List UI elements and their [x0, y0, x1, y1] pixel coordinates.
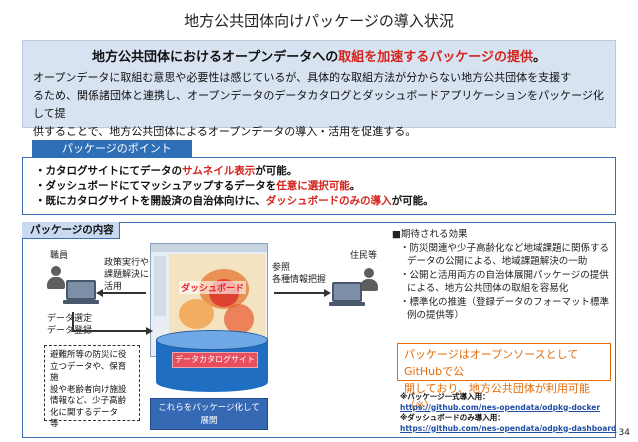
dashboard-label: ダッシュボード [179, 281, 247, 294]
points-box: ・カタログサイトにてデータのサムネイル表示が可能。 ・ダッシュボードにてマッシュ… [22, 157, 616, 215]
points-list: ・カタログサイトにてデータのサムネイル表示が可能。 ・ダッシュボードにてマッシュ… [35, 164, 434, 209]
residents-arrow [274, 292, 326, 294]
lead-box: 地方公共団体におけるオープンデータへの取組を加速するパッケージの提供。 オープン… [22, 40, 616, 138]
dashboard-only-label: ※ダッシュボードのみ導入用： [400, 413, 505, 422]
map-image [169, 254, 265, 344]
staff-arrowhead [96, 289, 103, 297]
staff-label: 職員 [50, 251, 69, 261]
github-note: パッケージはオープンソースとしてGitHubで公 開しており、地方公共団体が利用… [397, 343, 611, 412]
dashboard-only-link[interactable]: https://github.com/nes-opendata/odpkg-da… [400, 423, 617, 433]
data-register-arrow [72, 330, 148, 332]
data-register-arrowhead [146, 327, 153, 335]
package-box: これらをパッケージ化して 展開 [150, 398, 268, 430]
content-tab: パッケージの内容 [22, 222, 120, 239]
lead-heading: 地方公共団体におけるオープンデータへの取組を加速するパッケージの提供。 [23, 46, 615, 65]
data-select-note: データ選定 データ登録 [47, 314, 93, 336]
point-item: ・ダッシュボードにてマッシュアップするデータを任意に選択可能。 [35, 180, 361, 192]
staff-person-icon [47, 266, 65, 289]
catalog-label: データカタログサイト [172, 352, 258, 368]
lead-heading-highlight: 取組を加速するパッケージの提供 [338, 50, 533, 65]
lead-heading-end: 。 [532, 50, 546, 65]
residents-person-icon [360, 268, 378, 291]
residents-arrowhead [324, 289, 331, 297]
page-number: 34 [618, 428, 630, 438]
staff-laptop-icon [63, 280, 99, 304]
residents-laptop-icon [329, 282, 365, 306]
staff-arrow [100, 292, 146, 294]
lead-heading-text: 地方公共団体におけるオープンデータへの [92, 50, 339, 65]
staff-down-line [72, 312, 74, 332]
effects-heading: ■期待される効果 [392, 229, 468, 240]
effect-item: ・公開と活用両方の自治体展開パッケージの提供による、地方公共団体の取組を容易化 [400, 269, 609, 295]
residents-note: 参照 各種情報把握 [272, 263, 327, 285]
lead-line-2: るため、関係諸団体と連携し、オープンデータのデータカタログとダッシュボードアプリ… [33, 89, 604, 120]
slide-title: 地方公共団体向けパッケージの導入状況 [184, 12, 454, 30]
lead-body: オープンデータに取組む意思や必要性は感じているが、具体的な取組方法が分からない地… [33, 69, 611, 141]
screenshot-header [151, 244, 267, 252]
screenshot-sidebar [154, 256, 166, 316]
effect-item: ・防災関連や少子高齢化など地域課題に関係するデータの公開による、地域課題解決の一… [400, 242, 610, 268]
staff-note: 政策実行や 課題解決に 活用 [104, 258, 150, 292]
effects-list: ・防災関連や少子高齢化など地域課題に関係するデータの公開による、地域課題解決の一… [392, 242, 612, 323]
lead-line-3: 供することで、地方公共団体によるオープンデータの導入・活用を促進する。 [33, 125, 417, 138]
residents-label: 住民等 [350, 251, 378, 261]
catalog-database-icon [156, 330, 268, 392]
expected-effects: ■期待される効果 ・防災関連や少子高齢化など地域課題に関係するデータの公開による… [392, 228, 612, 323]
point-item: ・カタログサイトにてデータのサムネイル表示が可能。 [35, 165, 298, 177]
points-tab: パッケージのポイント [32, 140, 192, 158]
example-data-box: 避難所等の防災に役 立つデータや、保育施 設や老齢者向け施設 情報など、少子高齢… [44, 345, 140, 429]
effect-item: ・標準化の推進（登録データのフォーマット標準例の提供等） [400, 296, 610, 322]
links-block: ※パッケージ一式導入用： https://github.com/nes-open… [400, 392, 616, 434]
full-package-label: ※パッケージ一式導入用： [400, 392, 490, 401]
lead-line-1: オープンデータに取組む意思や必要性は感じているが、具体的な取組方法が分からない地… [33, 71, 572, 84]
point-item: ・既にカタログサイトを開設済の自治体向けに、ダッシュボードのみの導入が可能。 [35, 195, 434, 207]
full-package-link[interactable]: https://github.com/nes-opendata/odpkg-do… [400, 402, 601, 412]
